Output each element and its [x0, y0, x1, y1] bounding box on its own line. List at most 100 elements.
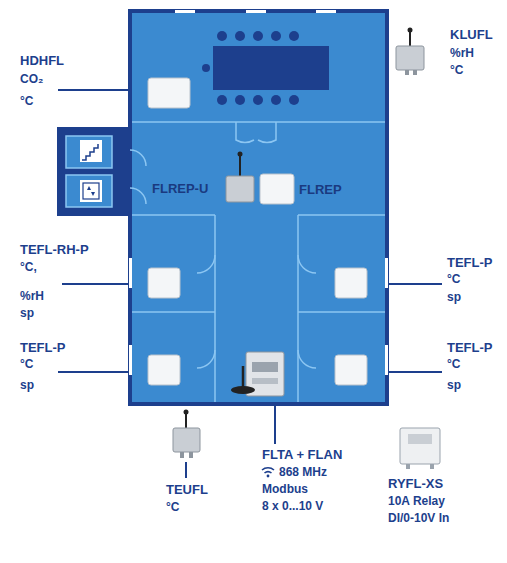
- meeting-table: [235, 95, 245, 105]
- leader-line: [386, 371, 442, 373]
- leader-line: [274, 400, 276, 444]
- device-name: FLTA + FLAN: [262, 447, 342, 463]
- meeting-table: [235, 31, 245, 41]
- stair-elevator-core: [87, 186, 95, 196]
- unit-label: °C: [20, 93, 33, 109]
- meeting-table: [289, 95, 299, 105]
- radio-device: [252, 362, 278, 372]
- radio-device: [408, 434, 432, 444]
- stair-elevator-core: [66, 136, 112, 168]
- unit-label: °C: [447, 271, 460, 287]
- device-name: TEUFL: [166, 482, 208, 498]
- meeting-table: [217, 31, 227, 41]
- device-name: HDHFL: [20, 53, 64, 69]
- unit-label: CO₂: [20, 71, 43, 87]
- leader-line: [62, 283, 130, 285]
- protocol-label: Modbus: [262, 481, 308, 497]
- device-name: KLUFL: [450, 27, 493, 43]
- building: [132, 121, 385, 123]
- device-name: TEFL-P: [447, 255, 493, 271]
- unit-label: °C,: [20, 259, 37, 275]
- radio-device: [242, 366, 245, 390]
- io-label: 10A Relay: [388, 493, 445, 509]
- unit-label: %rH: [20, 288, 44, 304]
- radio-device: [226, 176, 254, 202]
- radio-device: [189, 452, 193, 458]
- building: [298, 311, 385, 313]
- building: [214, 215, 216, 402]
- building: [130, 150, 146, 204]
- building: [175, 10, 195, 13]
- unit-label: °C: [450, 62, 463, 78]
- building: [132, 311, 215, 313]
- unit-label: sp: [447, 289, 461, 305]
- radio-device: [180, 452, 184, 458]
- meeting-table: [253, 95, 263, 105]
- room-sensor: [335, 355, 367, 385]
- radio-device: [239, 154, 241, 176]
- unit-label: sp: [447, 377, 461, 393]
- radio-device: [396, 46, 424, 70]
- unit-label: %rH: [450, 45, 474, 61]
- room-sensor: [148, 355, 180, 385]
- radio-device: [252, 378, 278, 384]
- building: [129, 258, 132, 288]
- building: [197, 255, 316, 368]
- building: [132, 214, 215, 216]
- radio-device: [408, 28, 413, 33]
- unit-label: °C: [166, 499, 179, 515]
- building: [129, 10, 388, 404]
- room-sensor: [260, 174, 294, 204]
- radio-device: [400, 428, 440, 464]
- device-name: FLREP: [299, 182, 342, 198]
- unit-label: sp: [20, 377, 34, 393]
- room-sensor: [148, 268, 180, 298]
- radio-device: [430, 464, 434, 469]
- radio-device: [173, 428, 200, 452]
- unit-label: °C: [20, 356, 33, 372]
- building: [385, 258, 388, 288]
- meeting-table: [271, 95, 281, 105]
- device-name: FLREP-U: [152, 181, 208, 197]
- stair-elevator-core: [57, 127, 130, 216]
- stair-elevator-core: [80, 140, 102, 162]
- device-name: TEFL-RH-P: [20, 242, 89, 258]
- building: [385, 345, 388, 375]
- room-sensor: [335, 268, 367, 298]
- stair-elevator-core: [66, 175, 112, 207]
- radio-device: [413, 70, 417, 75]
- building: [129, 345, 132, 375]
- building: [298, 214, 385, 216]
- building: [246, 10, 266, 13]
- device-name: RYFL-XS: [388, 476, 443, 492]
- unit-label: sp: [20, 305, 34, 321]
- unit-label: °C: [447, 356, 460, 372]
- wifi-icon: [265, 472, 272, 473]
- building: [129, 10, 388, 375]
- meeting-table: [271, 31, 281, 41]
- leader-line: [58, 371, 130, 373]
- room-sensor: [148, 78, 367, 385]
- stair-elevator-core: [82, 144, 98, 160]
- building: [130, 122, 385, 402]
- leader-line: [386, 283, 442, 285]
- radio-device: [173, 28, 440, 470]
- meeting-table: [213, 46, 329, 90]
- meeting-table: [202, 64, 210, 72]
- radio-device: [238, 152, 243, 157]
- radio-device: [406, 464, 410, 469]
- leader-line: [58, 89, 130, 91]
- radio-device: [405, 70, 409, 75]
- wifi-icon: [267, 475, 270, 478]
- device-name: TEFL-P: [447, 340, 493, 356]
- meeting-table: [253, 31, 263, 41]
- device-name: TEFL-P: [20, 340, 66, 356]
- stair-elevator-core: [83, 183, 99, 199]
- frequency-label: 868 MHz: [279, 464, 327, 480]
- stair-elevator-core: [80, 180, 102, 202]
- building: [130, 11, 387, 404]
- building: [297, 215, 299, 402]
- meeting-table: [289, 31, 299, 41]
- meeting-table: [217, 95, 227, 105]
